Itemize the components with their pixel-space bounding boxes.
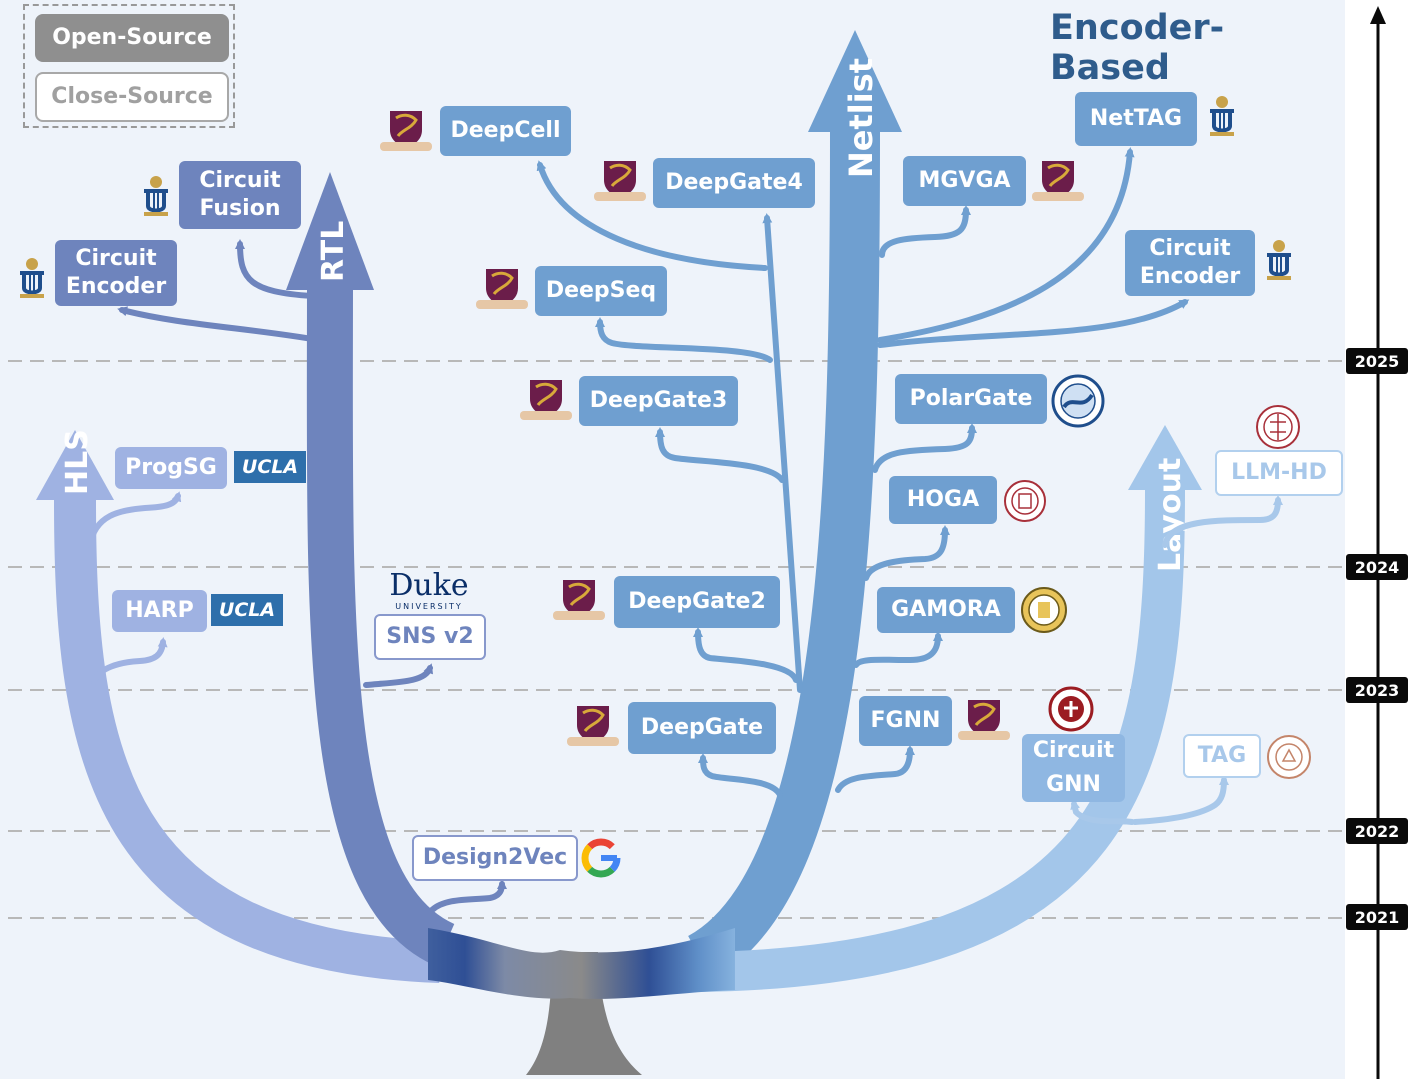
- layout-branch: [699, 489, 1185, 992]
- university-seal-icon: [1048, 686, 1094, 732]
- cuhk-crest-icon: [1032, 161, 1084, 201]
- ucla-logo: UCLA: [234, 451, 306, 483]
- model-harp: HARP: [112, 590, 207, 632]
- year-gridlines: [8, 360, 1345, 919]
- hls-arrowhead: [36, 430, 114, 500]
- hls-branch: [54, 499, 441, 983]
- connector-progsg: [87, 491, 182, 548]
- model-progsg: ProgSG: [115, 447, 227, 489]
- duke-logo-name: Duke: [389, 568, 469, 603]
- year-2024: 2024: [1346, 554, 1408, 580]
- model-gamora: GAMORA: [877, 587, 1015, 633]
- duke-logo: Duke UNIVERSITY: [384, 570, 474, 612]
- connector-deepcell: [536, 160, 768, 271]
- connector-sns-v2: [363, 663, 434, 688]
- model-hoga: HOGA: [889, 476, 997, 524]
- layout-label: Layout: [1153, 458, 1188, 572]
- connector-gamora: [853, 631, 943, 668]
- university-seal-icon: [1051, 374, 1105, 428]
- model-polargate: PolarGate: [895, 374, 1047, 424]
- model-tag: TAG: [1183, 734, 1261, 778]
- connector-circuit-fusion: [235, 239, 315, 299]
- legend: [23, 4, 235, 128]
- year-2025: 2025: [1346, 348, 1408, 374]
- diagram-title: Encoder-Based: [1050, 8, 1225, 88]
- model-deepgate: DeepGate: [628, 702, 776, 754]
- year-2023: 2023: [1346, 677, 1408, 703]
- university-seal-icon: [1004, 480, 1046, 522]
- connector-hoga: [863, 525, 950, 581]
- ucla-logo: UCLA: [211, 594, 283, 626]
- model-mgvga: MGVGA: [903, 156, 1026, 206]
- connector-deepgate2: [693, 627, 799, 683]
- duke-logo-sub: UNIVERSITY: [395, 602, 463, 611]
- hkust-logo-icon: [1210, 96, 1234, 136]
- connector-circuit-encoder-rtl: [117, 306, 321, 343]
- rtl-branch: [306, 274, 456, 967]
- university-seal-icon: [1267, 735, 1311, 779]
- cuhk-crest-icon: [476, 269, 528, 309]
- model-deepcell: DeepCell: [440, 106, 571, 156]
- model-design2vec: Design2Vec: [412, 835, 578, 881]
- connector-harp: [91, 637, 168, 685]
- model-circuit-fusion: Circuit Fusion: [179, 161, 301, 229]
- hkust-logo-icon: [1267, 240, 1291, 280]
- year-2021: 2021: [1346, 904, 1408, 930]
- connector-polargate: [872, 423, 977, 473]
- cuhk-crest-icon: [553, 580, 605, 620]
- google-logo-icon: [581, 838, 621, 878]
- legend-close-source: Close-Source: [35, 72, 229, 122]
- hkust-logo-icon: [20, 258, 44, 298]
- connector-deepgate4: [762, 213, 803, 693]
- university-seal-icon: [1256, 405, 1300, 449]
- connector-deepgate3: [655, 427, 785, 483]
- model-sns-v2: SNS v2: [374, 614, 486, 660]
- connector-tag: [1132, 775, 1229, 825]
- model-deepgate3: DeepGate3: [579, 376, 738, 426]
- connector-llm-hd: [1162, 495, 1283, 548]
- layout-arrowhead: [1128, 425, 1202, 490]
- legend-open-source: Open-Source: [35, 14, 229, 62]
- connector-deepseq: [595, 317, 773, 363]
- model-deepseq: DeepSeq: [535, 266, 667, 316]
- hls-label: HLS: [60, 429, 95, 495]
- netlist-branch: [687, 129, 880, 980]
- rtl-label: RTL: [316, 221, 351, 282]
- rtl-arrowhead: [286, 172, 374, 290]
- year-2022: 2022: [1346, 818, 1408, 844]
- connector-mgvga: [879, 205, 971, 258]
- model-circuit-encoder-rtl: Circuit Encoder: [55, 240, 177, 306]
- connector-design2vec: [429, 879, 507, 913]
- cuhk-crest-icon: [594, 161, 646, 201]
- connector-circuit-gnn: [1070, 799, 1135, 825]
- hkust-logo-icon: [144, 176, 168, 216]
- connector-nettag: [877, 147, 1135, 343]
- model-deepgate4: DeepGate4: [653, 158, 815, 208]
- model-nettag: NetTAG: [1075, 92, 1197, 146]
- connector-circuit-encoder-net: [877, 299, 1190, 348]
- netlist-arrowhead: [808, 30, 902, 132]
- root-junction: [428, 928, 735, 999]
- connector-deepgate: [698, 753, 783, 798]
- model-circuit-encoder-net: Circuit Encoder: [1125, 230, 1255, 296]
- cuhk-crest-icon: [958, 700, 1010, 740]
- cuhk-crest-icon: [380, 111, 432, 151]
- timeline-arrowhead: [1370, 6, 1386, 24]
- university-seal-icon: [1021, 587, 1067, 633]
- model-fgnn: FGNN: [859, 696, 952, 746]
- model-deepgate2: DeepGate2: [614, 576, 780, 628]
- netlist-label: Netlist: [842, 58, 880, 178]
- cuhk-crest-icon: [520, 380, 572, 420]
- connector-fgnn: [835, 745, 915, 793]
- model-llm-hd: LLM-HD: [1215, 450, 1343, 496]
- model-circuit-gnn: Circuit GNN: [1022, 734, 1125, 802]
- cuhk-crest-icon: [567, 706, 619, 746]
